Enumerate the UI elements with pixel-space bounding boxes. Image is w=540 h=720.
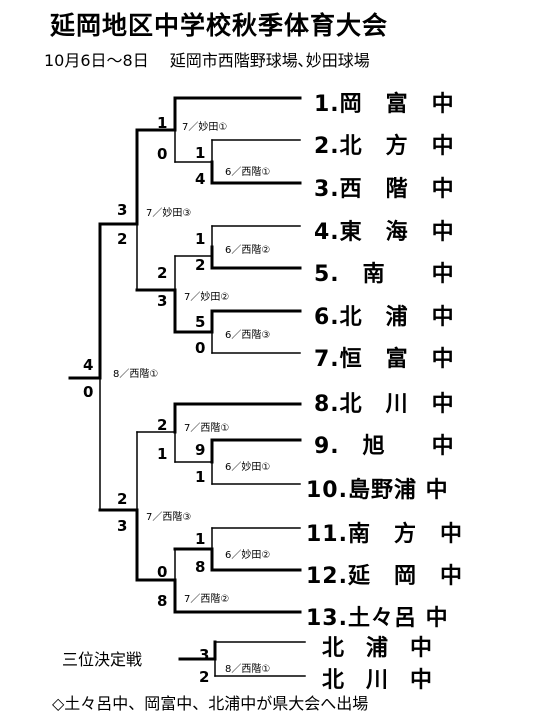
score: 0	[157, 563, 168, 581]
match-note: 6／妙田②	[225, 550, 271, 561]
team-label-3: 3.西 階 中	[314, 177, 455, 202]
team-label-10: 10.島野浦 中	[306, 478, 449, 503]
match-note: 8／西階①	[225, 664, 271, 675]
score: 3	[199, 646, 210, 664]
score: 5	[195, 313, 206, 331]
match-note: 6／妙田①	[225, 462, 271, 473]
match-note: 6／西階③	[225, 330, 271, 341]
score: 4	[195, 170, 206, 188]
date-venue-subtitle: 10月6日～8日 延岡市西階野球場､妙田球場	[44, 51, 370, 70]
third-place-team-bottom: 北 川 中	[322, 668, 433, 693]
third-place-team-top: 北 浦 中	[322, 636, 433, 661]
score: 1	[157, 445, 168, 463]
score: 0	[157, 145, 168, 163]
team-label-2: 2.北 方 中	[314, 134, 455, 159]
team-label-13: 13.土々呂 中	[306, 606, 449, 631]
team-label-7: 7.恒 富 中	[314, 347, 455, 372]
team-label-1: 1.岡 富 中	[314, 92, 455, 117]
team-label-9: 9. 旭 中	[314, 434, 455, 459]
score: 2	[199, 668, 210, 686]
score: 0	[83, 383, 94, 401]
score: 1	[195, 530, 206, 548]
match-note: 7／西階①	[184, 423, 230, 434]
score: 3	[117, 201, 128, 219]
score: 2	[195, 256, 206, 274]
page-title: 延岡地区中学校秋季体育大会	[50, 11, 389, 40]
score: 2	[117, 490, 128, 508]
match-note: 6／西階②	[225, 245, 271, 256]
third-place-label: 三位決定戦	[62, 650, 143, 669]
score: 3	[117, 517, 128, 535]
score: 1	[195, 230, 206, 248]
score: 8	[157, 592, 168, 610]
score: 1	[195, 144, 206, 162]
footer-note: ◇土々呂中、岡富中、北浦中が県大会へ出場	[52, 694, 369, 713]
team-label-4: 4.東 海 中	[314, 220, 455, 245]
team-label-5: 5. 南 中	[314, 262, 455, 287]
match-note: 8／西階①	[113, 369, 159, 380]
match-note: 7／西階②	[184, 594, 230, 605]
score: 2	[157, 264, 168, 282]
score: 3	[157, 292, 168, 310]
score: 8	[195, 558, 206, 576]
score: 4	[83, 356, 94, 374]
score: 2	[157, 416, 168, 434]
score: 1	[157, 114, 168, 132]
match-note: 7／妙田①	[182, 122, 228, 133]
match-note: 7／妙田③	[146, 208, 192, 219]
team-label-12: 12.延 岡 中	[306, 564, 463, 589]
team-label-6: 6.北 浦 中	[314, 305, 455, 330]
match-note: 7／妙田②	[184, 292, 230, 303]
score: 1	[195, 468, 206, 486]
score: 9	[195, 441, 206, 459]
match-note: 7／西階③	[146, 512, 192, 523]
match-note: 6／西階①	[225, 167, 271, 178]
team-label-11: 11.南 方 中	[306, 522, 463, 547]
score: 0	[195, 339, 206, 357]
team-label-8: 8.北 川 中	[314, 392, 455, 417]
score: 2	[117, 230, 128, 248]
